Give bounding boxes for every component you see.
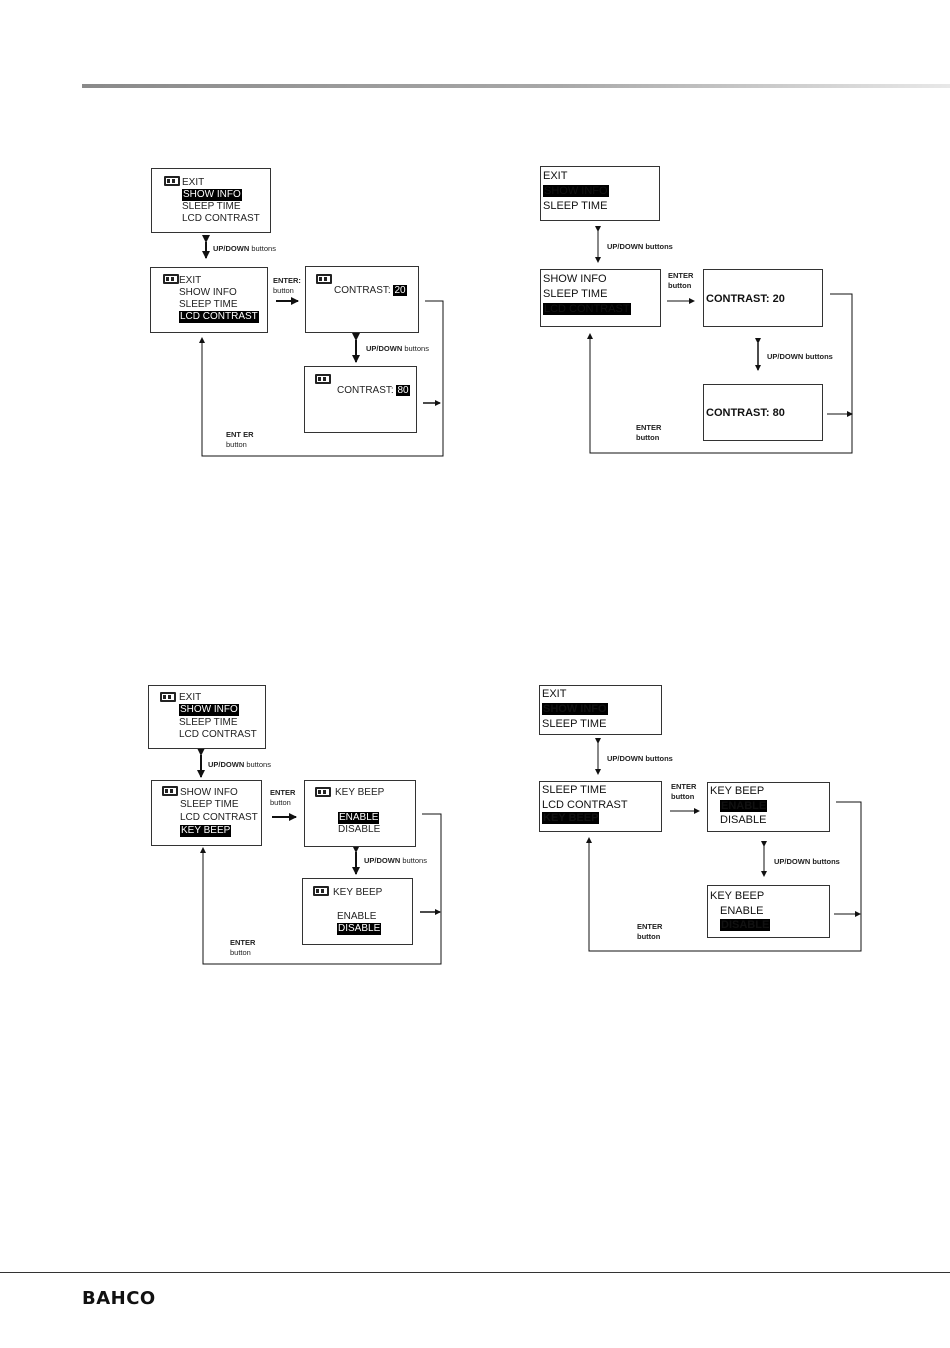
d1-screen-contrast-20: CONTRAST: 20 — [305, 266, 419, 333]
contrast-value: 20 — [393, 285, 407, 296]
menu-item-lcd-contrast: LCD CONTRAST — [179, 729, 257, 740]
battery-icon — [164, 176, 180, 186]
brand-logo: BAHCO — [82, 1288, 156, 1309]
key-beep-title: KEY BEEP — [710, 890, 765, 902]
d1-enter-label: ENTER:button — [273, 276, 301, 295]
d2-updown-label-2: UP/DOWN buttons — [767, 352, 833, 361]
menu-item-lcd-contrast-selected: LCD CONTRAST — [543, 303, 631, 315]
key-beep-title: KEY BEEP — [710, 785, 765, 797]
d4-updown-label-1: UP/DOWN buttons — [607, 754, 673, 763]
menu-item-show-info-selected: SHOW INFO — [542, 703, 608, 715]
menu-item-show-info-selected: SHOW INFO — [179, 704, 239, 716]
d1-updown-label-1: UP/DOWN buttons — [213, 244, 276, 253]
option-enable-selected: ENABLE — [720, 800, 768, 812]
d1-screen-contrast-80: CONTRAST: 80 — [304, 366, 417, 433]
battery-icon — [163, 274, 179, 284]
option-disable: DISABLE — [720, 814, 767, 826]
contrast-value-80: CONTRAST: 80 — [706, 407, 785, 419]
header-rule — [82, 84, 950, 88]
menu-item-show-info-selected: SHOW INFO — [182, 189, 242, 201]
d2-updown-label-1: UP/DOWN buttons — [607, 242, 673, 251]
d4-screen-key-beep-selected: SLEEP TIME LCD CONTRAST KEY BEEP — [539, 781, 662, 832]
footer-rule — [0, 1272, 950, 1273]
menu-item-exit: EXIT — [182, 177, 205, 188]
d3-screen-main-menu: EXIT SHOW INFO SLEEP TIME LCD CONTRAST — [148, 685, 266, 749]
d3-screen-key-beep-disable: KEY BEEP ENABLE DISABLE — [302, 878, 413, 945]
menu-item-show-info: SHOW INFO — [179, 287, 237, 298]
d3-screen-key-beep-selected: SHOW INFO SLEEP TIME LCD CONTRAST KEY BE… — [151, 780, 262, 846]
menu-item-exit: EXIT — [179, 692, 202, 703]
battery-icon — [162, 786, 178, 796]
contrast-label: CONTRAST: 20 — [334, 285, 407, 296]
menu-item-exit: EXIT — [542, 688, 567, 700]
d1-updown-label-2: UP/DOWN buttons — [366, 344, 429, 353]
d3-updown-label-1: UP/DOWN buttons — [208, 760, 271, 769]
option-enable: ENABLE — [337, 911, 377, 922]
option-enable: ENABLE — [720, 905, 764, 917]
key-beep-title: KEY BEEP — [333, 887, 383, 898]
d3-updown-label-2: UP/DOWN buttons — [364, 856, 427, 865]
contrast-value: 80 — [396, 385, 410, 396]
d2-screen-main-menu: EXIT SHOW INFO SLEEP TIME — [540, 166, 660, 221]
menu-item-key-beep-selected: KEY BEEP — [180, 825, 232, 837]
menu-item-exit: EXIT — [179, 275, 202, 286]
menu-item-sleep-time: SLEEP TIME — [542, 784, 607, 796]
menu-item-sleep-time: SLEEP TIME — [542, 718, 607, 730]
menu-item-sleep-time: SLEEP TIME — [180, 799, 239, 810]
menu-item-exit: EXIT — [543, 170, 568, 182]
d3-screen-key-beep-enable: KEY BEEP ENABLE DISABLE — [304, 780, 416, 847]
option-disable-selected: DISABLE — [720, 919, 771, 931]
key-beep-title: KEY BEEP — [335, 787, 385, 798]
option-disable-selected: DISABLE — [337, 923, 382, 935]
battery-icon — [160, 692, 176, 702]
contrast-label: CONTRAST: 80 — [337, 385, 410, 396]
battery-icon — [315, 787, 331, 797]
d2-screen-contrast-80: CONTRAST: 80 — [703, 384, 823, 441]
battery-icon — [313, 886, 329, 896]
menu-item-sleep-time: SLEEP TIME — [179, 299, 238, 310]
menu-item-lcd-contrast-selected: LCD CONTRAST — [179, 311, 259, 323]
d2-screen-lcd-contrast-selected: SHOW INFO SLEEP TIME LCD CONTRAST — [540, 269, 661, 327]
menu-item-lcd-contrast: LCD CONTRAST — [542, 799, 628, 811]
d1-screen-main-menu: EXIT SHOW INFO SLEEP TIME LCD CONTRAST — [151, 168, 271, 233]
menu-item-sleep-time: SLEEP TIME — [543, 200, 608, 212]
battery-icon — [315, 374, 331, 384]
menu-item-sleep-time: SLEEP TIME — [543, 288, 608, 300]
d1-screen-lcd-contrast-selected: EXIT SHOW INFO SLEEP TIME LCD CONTRAST — [150, 267, 268, 333]
menu-item-show-info: SHOW INFO — [180, 787, 238, 798]
d4-screen-key-beep-disable: KEY BEEP ENABLE DISABLE — [707, 885, 830, 938]
option-enable-selected: ENABLE — [338, 812, 380, 824]
menu-item-key-beep-selected: KEY BEEP — [542, 812, 600, 824]
contrast-value-20: CONTRAST: 20 — [706, 293, 785, 305]
battery-icon — [316, 274, 332, 284]
d4-screen-main-menu: EXIT SHOW INFO SLEEP TIME — [539, 685, 662, 735]
menu-item-show-info-selected: SHOW INFO — [543, 185, 609, 197]
menu-item-show-info: SHOW INFO — [543, 273, 607, 285]
d4-screen-key-beep-enable: KEY BEEP ENABLE DISABLE — [707, 782, 830, 832]
menu-item-lcd-contrast: LCD CONTRAST — [180, 812, 258, 823]
d4-updown-label-2: UP/DOWN buttons — [774, 857, 840, 866]
menu-item-sleep-time: SLEEP TIME — [179, 717, 238, 728]
d2-screen-contrast-20: CONTRAST: 20 — [703, 269, 823, 327]
menu-item-sleep-time: SLEEP TIME — [182, 201, 241, 212]
option-disable: DISABLE — [338, 824, 381, 835]
menu-item-lcd-contrast: LCD CONTRAST — [182, 213, 260, 224]
